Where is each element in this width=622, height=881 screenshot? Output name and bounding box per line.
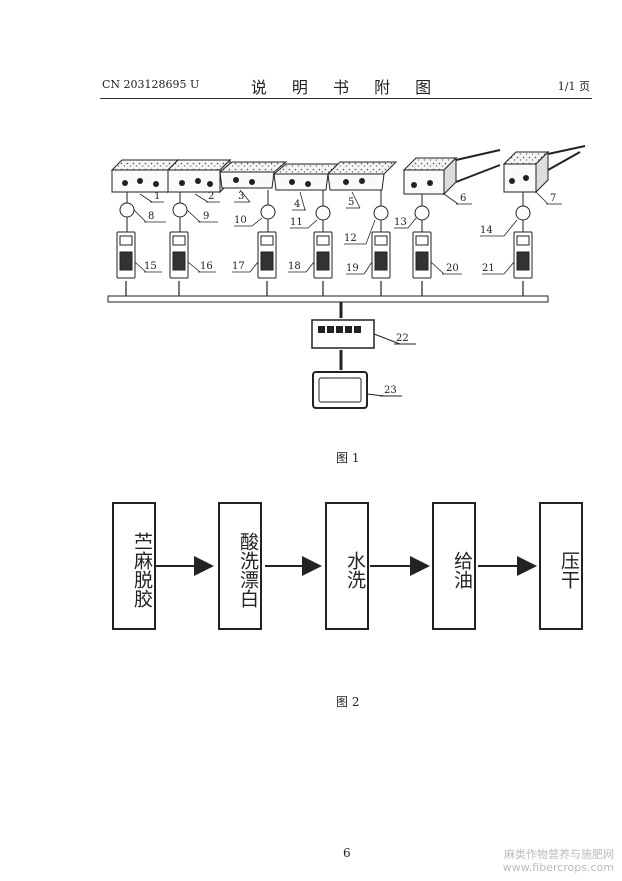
patent-number: CN 203128695 U [102, 78, 200, 91]
pumps [119, 190, 531, 232]
page-indicator: 1/1 页 [557, 80, 590, 93]
tank-3 [218, 161, 288, 189]
label-pump-11: 11 [290, 217, 303, 228]
page-number: 6 [343, 846, 351, 860]
flow-step-press-dry: 压干 [539, 502, 583, 630]
label-tank-6: 6 [460, 193, 466, 204]
label-controller-21: 21 [482, 263, 495, 274]
label-monitor-23: 23 [384, 385, 397, 396]
bus-bar [107, 295, 549, 303]
label-tank-3: 3 [238, 191, 244, 202]
watermark-line1: 麻类作物营养与施肥网 [504, 848, 614, 861]
label-controller-20: 20 [446, 263, 459, 274]
label-tank-5: 5 [348, 197, 354, 208]
label-tank-1: 1 [154, 191, 160, 202]
label-pump-14: 14 [480, 225, 493, 236]
tank-5 [326, 161, 398, 191]
figure1-caption: 图 1 [336, 451, 360, 465]
label-controller-19: 19 [346, 263, 359, 274]
flow-step-water-wash: 水洗 [325, 502, 369, 630]
watermark: 麻类作物营养与施肥网 www.fibercrops.com [503, 848, 614, 874]
label-controller-17: 17 [232, 261, 245, 272]
flow-step-degumming: 苎麻脱胶 [112, 502, 156, 630]
flow-step-acid-bleach: 酸洗漂白 [218, 502, 262, 630]
figure2-caption: 图 2 [336, 695, 360, 709]
label-pump-12: 12 [344, 233, 357, 244]
label-pump-9: 9 [203, 211, 209, 222]
bus-connectors [125, 281, 524, 296]
controllers [116, 231, 533, 279]
leader-lines [133, 189, 562, 275]
page-header: CN 203128695 U 说 明 书 附 图 1/1 页 [100, 74, 592, 99]
tank-7 [502, 145, 586, 194]
tank-4 [272, 163, 342, 191]
computer-22 [311, 319, 416, 349]
label-pump-8: 8 [148, 211, 154, 222]
label-tank-2: 2 [208, 191, 214, 202]
label-computer-22: 22 [396, 333, 409, 344]
label-controller-16: 16 [200, 261, 213, 272]
header-title: 说 明 书 附 图 [250, 78, 442, 97]
label-tank-4: 4 [294, 199, 300, 210]
monitor-23 [312, 371, 402, 409]
label-tank-7: 7 [550, 193, 556, 204]
label-pump-13: 13 [394, 217, 407, 228]
label-controller-15: 15 [144, 261, 157, 272]
watermark-line2: www.fibercrops.com [502, 861, 614, 874]
tank-6 [402, 149, 501, 196]
label-controller-18: 18 [288, 261, 301, 272]
label-pump-10: 10 [234, 215, 247, 226]
flow-step-oiling: 给油 [432, 502, 476, 630]
